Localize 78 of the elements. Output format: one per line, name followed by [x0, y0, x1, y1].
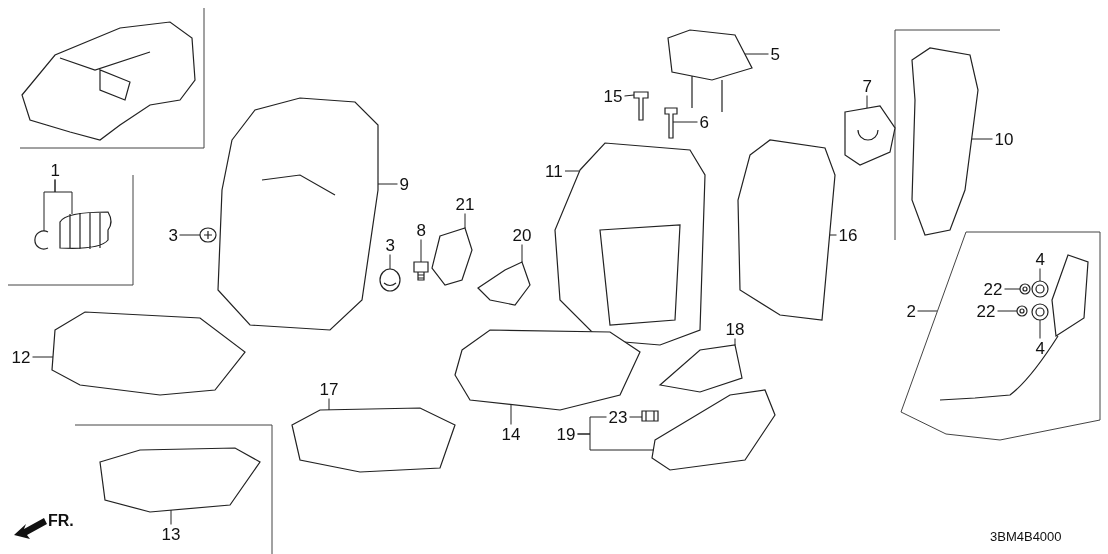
callout-number: 17 [319, 380, 339, 398]
heater-drawing [99, 447, 261, 513]
callout-number: 6 [699, 113, 709, 131]
back-panel-drawing [737, 139, 836, 321]
callout-number: 5 [770, 45, 780, 63]
callout-number: 8 [416, 221, 426, 239]
leader-line [564, 170, 580, 172]
callout-number: 10 [994, 130, 1014, 148]
leader-line [1004, 288, 1021, 290]
callout-number: 22 [983, 280, 1003, 298]
leader-line [672, 121, 698, 123]
cover-drawing [431, 227, 473, 286]
washer-drawing [1016, 305, 1028, 317]
leader-line [389, 254, 391, 270]
callout-number: 3 [168, 226, 178, 244]
leader-line [179, 234, 201, 236]
leader-line [377, 183, 398, 185]
leader-line [32, 356, 54, 358]
cushion-pad-drawing [454, 329, 641, 411]
callout-number: 22 [976, 302, 996, 320]
callout-number: 9 [399, 175, 409, 193]
leader-line [997, 310, 1018, 312]
callout-number: 4 [1035, 250, 1045, 268]
direction-label: FR. [48, 512, 74, 530]
callout-number: 2 [906, 302, 916, 320]
cap-drawing [379, 268, 401, 292]
callout-number: 7 [862, 77, 872, 95]
bracket-drawing [477, 261, 531, 306]
leader-line [577, 416, 607, 435]
leader-line [917, 310, 938, 312]
leader-line [829, 234, 837, 236]
leader-line [744, 53, 769, 55]
callout-number: 3 [385, 236, 395, 254]
clip-drawing [641, 410, 659, 422]
leader-line [54, 179, 73, 215]
callout-number: 19 [556, 425, 576, 443]
callout-number: 21 [455, 195, 475, 213]
leader-line [420, 239, 422, 263]
leader-line [624, 94, 635, 97]
kit-outline [901, 232, 1100, 440]
part-code: 3BM4B4000 [990, 529, 1062, 544]
heater-drawing [291, 407, 456, 473]
leader-line [629, 416, 643, 418]
guide-drawing [844, 105, 896, 166]
seat-back-cover-drawing [217, 97, 379, 331]
callout-number: 20 [512, 226, 532, 244]
leader-line [1039, 268, 1041, 282]
button-drawing [1031, 303, 1049, 321]
leader-line [866, 95, 868, 109]
seat-cushion-cover-drawing [51, 311, 246, 396]
callout-number: 4 [1035, 339, 1045, 357]
pin-drawing [664, 107, 678, 139]
headrest-drawing [667, 29, 753, 113]
leader-line [328, 398, 330, 411]
washer-drawing [1019, 283, 1031, 295]
callout-number: 15 [603, 87, 623, 105]
ring-clip-drawing [34, 230, 49, 250]
callout-number: 12 [11, 348, 31, 366]
callout-number: 14 [501, 425, 521, 443]
callout-number: 1 [50, 161, 60, 179]
clip-drawing [199, 227, 217, 243]
leader-line [521, 244, 523, 263]
callout-number: 18 [725, 320, 745, 338]
leader-line [1039, 319, 1041, 339]
back-pad-drawing [911, 47, 979, 236]
callout-number: 11 [545, 162, 563, 180]
pin-drawing [633, 91, 649, 121]
leader-line [971, 138, 993, 140]
coil-spring-drawing [59, 211, 112, 250]
leader-line [464, 213, 466, 229]
leader-line [734, 338, 736, 346]
callout-number: 13 [161, 525, 181, 543]
callout-number: 23 [608, 408, 628, 426]
leader-line [170, 509, 172, 525]
callout-number: 16 [838, 226, 858, 244]
bracket-drawing [658, 344, 743, 393]
leader-line [510, 404, 512, 425]
bolt-drawing [413, 261, 429, 281]
